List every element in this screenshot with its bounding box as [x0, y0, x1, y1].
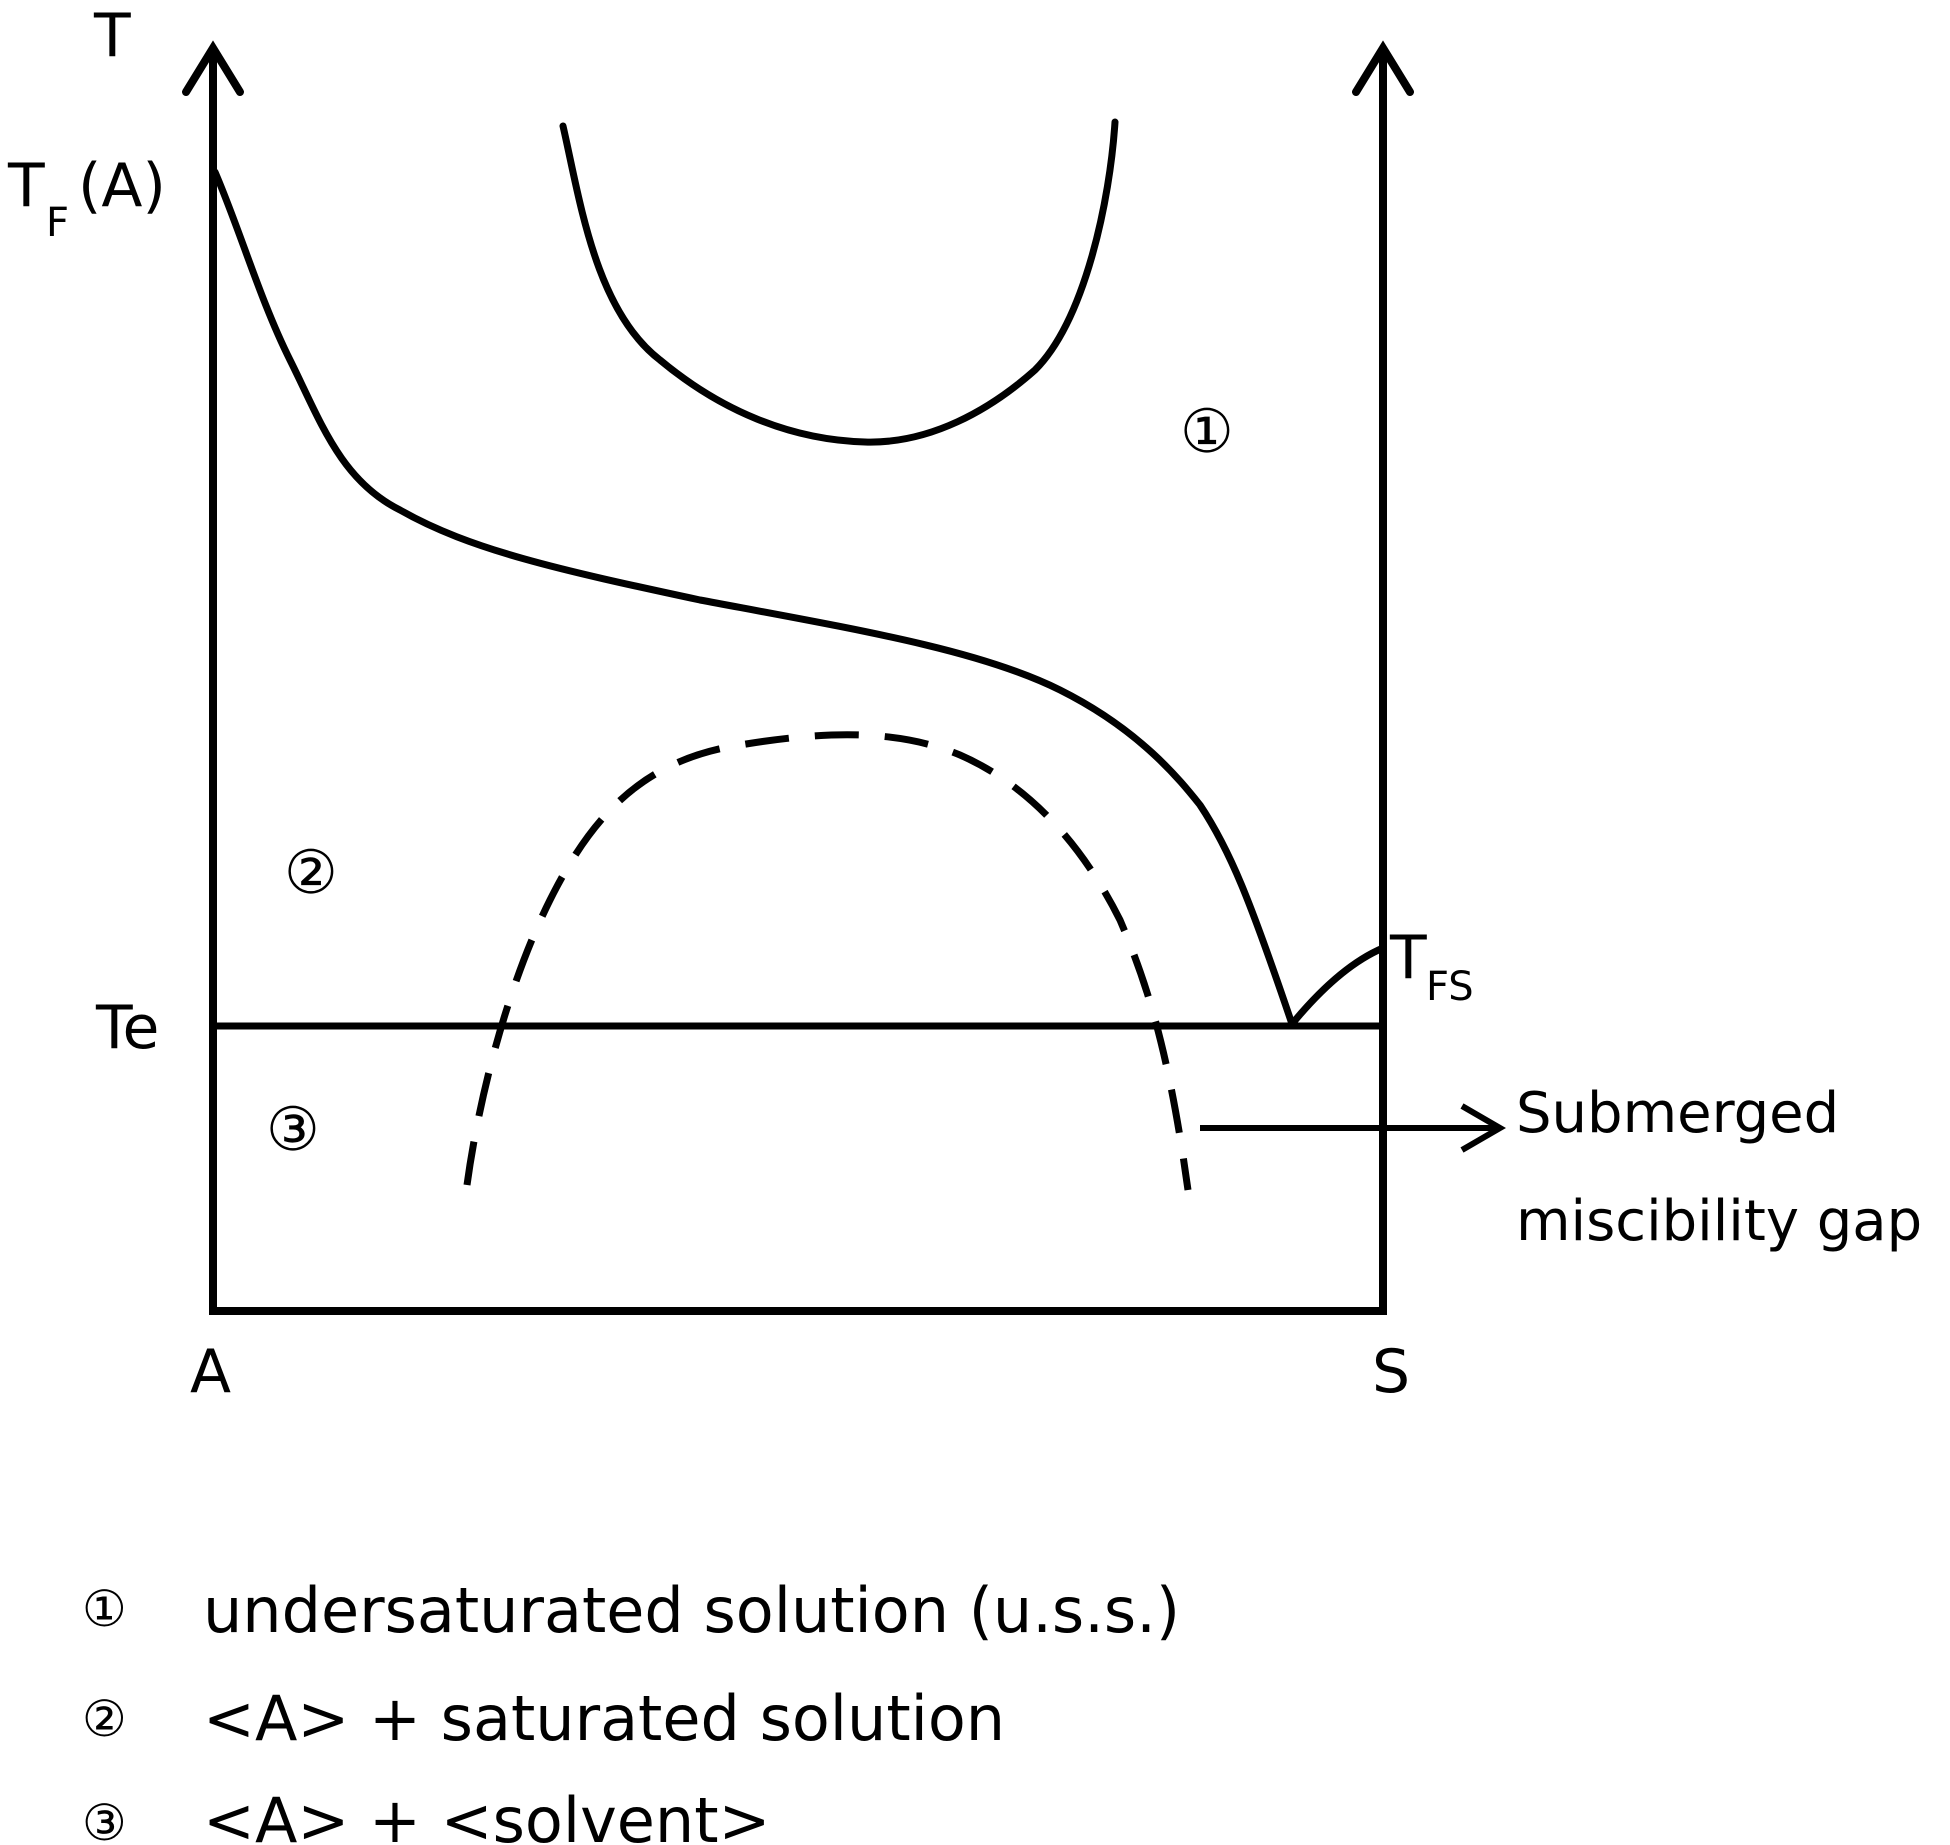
temperature-axis-label: T — [93, 1, 131, 71]
liquidus-curve — [211, 168, 1296, 1028]
eutectic-temperature-label: Te — [95, 993, 159, 1063]
tfs-label-subscript: FS — [1426, 964, 1474, 1010]
submerged-miscibility-gap-curve — [463, 731, 1192, 1191]
component-s-label: S — [1372, 1337, 1410, 1407]
legend-marker: ③ — [82, 1794, 127, 1845]
annotation-arrowhead — [1460, 1103, 1506, 1153]
region-2-marker: ② — [284, 838, 338, 908]
tf-a-label-suffix: (A) — [78, 151, 166, 221]
tf-a-label-main: T — [7, 151, 45, 221]
region-1-marker: ① — [1180, 397, 1234, 467]
annotation-line-2: miscibility gap — [1516, 1189, 1922, 1254]
tf-a-label-subscript: F — [46, 200, 69, 246]
legend-text: <A> + saturated solution — [203, 1682, 1005, 1755]
legend-text: undersaturated solution (u.s.s.) — [203, 1574, 1180, 1647]
right-axis-arrowhead — [1352, 40, 1414, 96]
upper-miscibility-curve — [559, 118, 1119, 446]
legend-marker: ② — [82, 1690, 127, 1748]
left-axis-arrowhead — [182, 40, 244, 96]
legend: ① undersaturated solution (u.s.s.) ② <A>… — [82, 1574, 1180, 1845]
annotation-line-1: Submerged — [1516, 1081, 1839, 1146]
component-a-label: A — [190, 1337, 231, 1407]
region-3-marker: ③ — [266, 1095, 320, 1165]
legend-item: ② <A> + saturated solution — [82, 1682, 1005, 1755]
solvent-liquidus-curve — [1288, 944, 1387, 1028]
legend-item: ③ <A> + <solvent> — [82, 1784, 770, 1845]
legend-text: <A> + <solvent> — [203, 1784, 770, 1845]
legend-item: ① undersaturated solution (u.s.s.) — [82, 1574, 1180, 1647]
legend-marker: ① — [82, 1580, 127, 1638]
tfs-label-main: T — [1389, 923, 1427, 993]
